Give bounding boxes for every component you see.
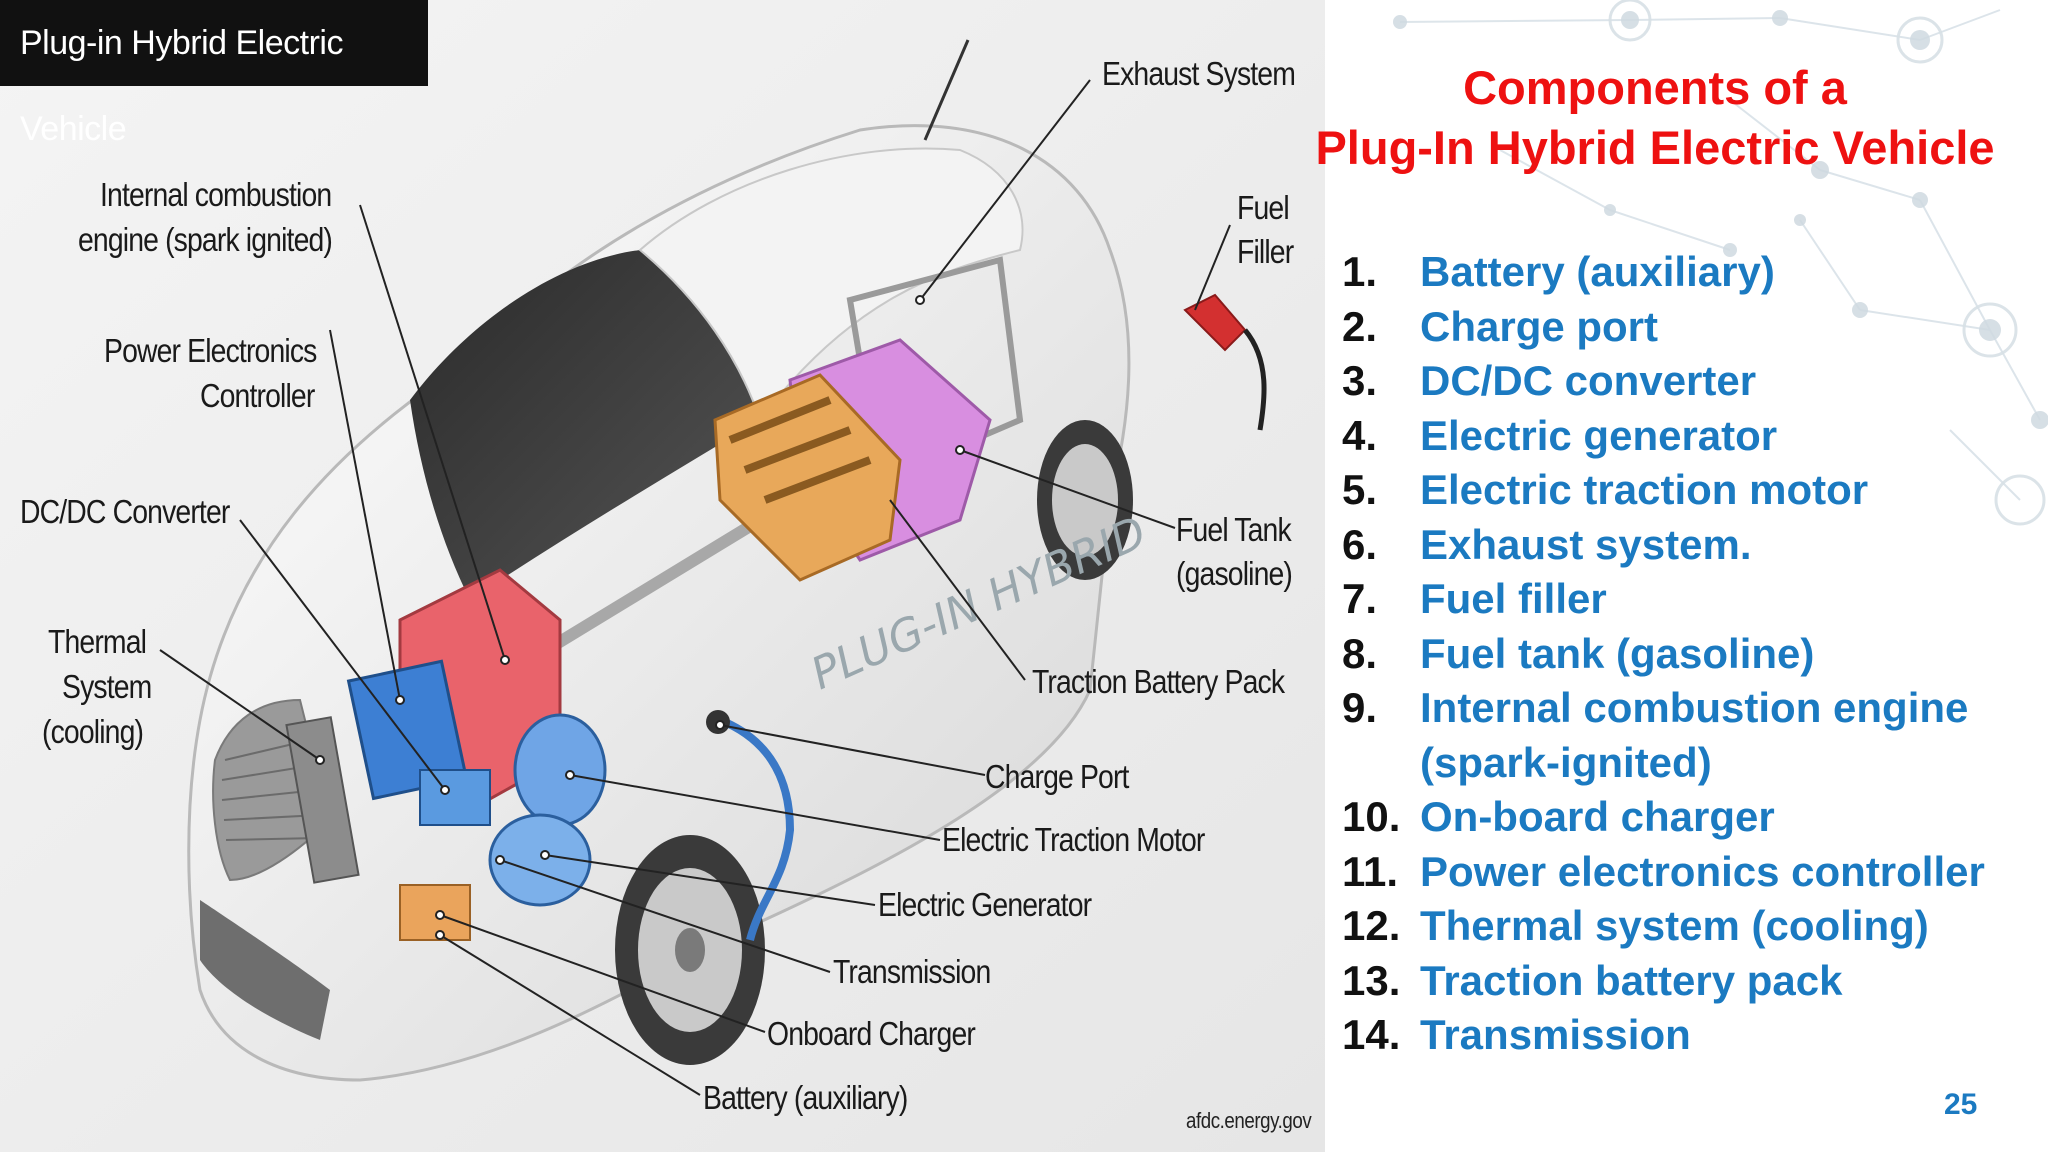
page-number: 25 bbox=[1944, 1088, 1978, 1121]
list-item-label: Transmission bbox=[1420, 1011, 1691, 1058]
list-item-number: 8. bbox=[1342, 629, 1378, 677]
list-item-number: 2. bbox=[1342, 302, 1378, 350]
list-item-label: Thermal system (cooling) bbox=[1420, 902, 1929, 949]
slide-title-line1: Components of a bbox=[1463, 61, 1847, 114]
list-item: 1. Battery (auxiliary) bbox=[1342, 245, 2042, 300]
phev-diagram: PLUG-IN HYBRID bbox=[0, 0, 1325, 1152]
callout-traction-battery: Traction Battery Pack bbox=[1032, 663, 1285, 700]
list-item: 10. On-board charger bbox=[1342, 790, 2042, 845]
list-item-label: Power electronics controller bbox=[1420, 847, 1985, 895]
list-item-number: 13. bbox=[1342, 956, 1401, 1004]
callout-generator: Electric Generator bbox=[878, 886, 1092, 923]
image-credit: afdc.energy.gov bbox=[1186, 1108, 1312, 1133]
list-item-label: Exhaust system. bbox=[1420, 520, 1752, 568]
dcdc-shape bbox=[419, 769, 491, 826]
list-item-number: 7. bbox=[1342, 575, 1378, 622]
list-item: 4. Electric generator bbox=[1342, 409, 2042, 464]
list-item-number: 14. bbox=[1342, 1011, 1401, 1058]
slide-title-line2: Plug-In Hybrid Electric Vehicle bbox=[1315, 121, 1995, 174]
windshield-shape bbox=[410, 250, 760, 600]
list-item-label: Traction battery pack bbox=[1420, 956, 1843, 1004]
list-item: 7. Fuel filler bbox=[1342, 572, 2042, 627]
list-item: 6. Exhaust system. bbox=[1342, 518, 2042, 573]
list-item: 13. Traction battery pack bbox=[1342, 954, 2042, 1009]
callout-pec-line2: Controller bbox=[200, 377, 315, 414]
slide-title: Components of a Plug-In Hybrid Electric … bbox=[1270, 58, 2040, 178]
list-item-label: On-board charger bbox=[1420, 793, 1775, 840]
list-item: 2. Charge port bbox=[1342, 300, 2042, 355]
diagram-title: Plug-in Hybrid Electric Vehicle bbox=[0, 0, 428, 148]
list-item: 12. Thermal system (cooling) bbox=[1342, 899, 2042, 954]
callout-onboard-charger: Onboard Charger bbox=[767, 1015, 976, 1052]
list-item-number: 9. bbox=[1342, 684, 1378, 731]
list-item-number: 11. bbox=[1342, 847, 1399, 895]
list-item-number: 6. bbox=[1342, 520, 1378, 568]
list-item-label: Electric generator bbox=[1420, 411, 1778, 459]
callout-charge-port: Charge Port bbox=[985, 758, 1129, 795]
list-item-label: Charge port bbox=[1420, 302, 1659, 350]
callout-fuel-tank-line2: (gasoline) bbox=[1176, 555, 1293, 592]
list-item-number: 1. bbox=[1342, 248, 1378, 295]
list-item-label: Internal combustion engine bbox=[1420, 684, 1969, 731]
list-item: 5. Electric traction motor bbox=[1342, 463, 2042, 518]
list-item: 9. Internal combustion engine bbox=[1342, 681, 2042, 736]
motor-shape bbox=[513, 713, 607, 827]
callout-ice-line1: Internal combustion bbox=[100, 176, 332, 213]
list-item: 14. Transmission bbox=[1342, 1008, 2042, 1063]
charge-cable-shape bbox=[718, 716, 795, 941]
onboard-charger-shape bbox=[399, 884, 471, 941]
list-item-number: 4. bbox=[1342, 411, 1378, 459]
radiator-shape bbox=[285, 716, 360, 884]
list-item-number: 5. bbox=[1342, 466, 1378, 513]
list-item-label: Fuel tank (gasoline) bbox=[1420, 629, 1815, 677]
list-item-label: Electric traction motor bbox=[1420, 466, 1869, 513]
list-item-continuation: (spark-ignited) bbox=[1342, 736, 2042, 791]
callout-traction-motor: Electric Traction Motor bbox=[942, 821, 1205, 858]
list-item: 8. Fuel tank (gasoline) bbox=[1342, 627, 2042, 682]
callout-thermal-line2: System bbox=[62, 668, 152, 705]
network-background-decoration bbox=[1393, 0, 2048, 526]
callout-fuel-filler-line1: Fuel bbox=[1237, 189, 1290, 226]
callout-thermal-line3: (cooling) bbox=[42, 713, 144, 750]
callout-ice-line2: engine (spark ignited) bbox=[78, 221, 333, 258]
list-item-number: 12. bbox=[1342, 902, 1401, 949]
list-item-label: Fuel filler bbox=[1420, 575, 1607, 622]
list-item-label: (spark-ignited) bbox=[1420, 738, 1712, 786]
list-item-number: 10. bbox=[1342, 793, 1401, 840]
callout-thermal-line1: Thermal bbox=[48, 623, 147, 660]
callout-dcdc: DC/DC Converter bbox=[20, 493, 230, 530]
callout-exhaust-system: Exhaust System bbox=[1102, 55, 1296, 92]
car-illustration: PLUG-IN HYBRID bbox=[0, 0, 1325, 1152]
callout-battery-aux: Battery (auxiliary) bbox=[703, 1079, 908, 1116]
callout-transmission: Transmission bbox=[833, 953, 991, 990]
callout-fuel-filler-line2: Filler bbox=[1237, 233, 1294, 270]
component-list: 1. Battery (auxiliary) 2. Charge port 3. DC… bbox=[1342, 245, 2042, 1063]
list-item-label: DC/DC converter bbox=[1420, 357, 1757, 404]
callout-pec-line1: Power Electronics bbox=[104, 332, 317, 369]
list-item-label: Battery (auxiliary) bbox=[1420, 248, 1775, 295]
callout-fuel-tank-line1: Fuel Tank bbox=[1176, 511, 1292, 548]
list-item-number: 3. bbox=[1342, 357, 1378, 404]
list-item: 11. Power electronics controller bbox=[1342, 845, 2042, 900]
list-item: 3. DC/DC converter bbox=[1342, 354, 2042, 409]
